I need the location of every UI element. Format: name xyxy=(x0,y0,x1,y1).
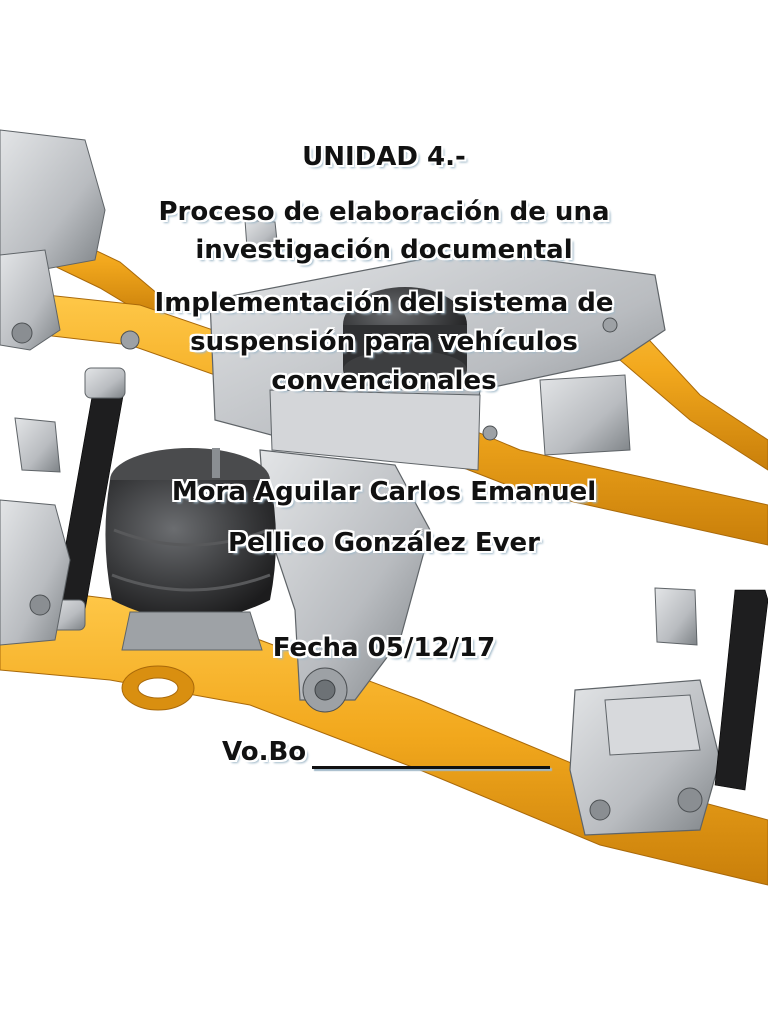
document-date: Fecha 05/12/17 xyxy=(272,633,496,663)
project-title-line-2: suspensión para vehículos xyxy=(190,327,578,357)
project-title-line-3: convencionales xyxy=(271,366,497,396)
project-title-line-1: Implementación del sistema de xyxy=(154,288,614,318)
author-name-2: Pellico González Ever xyxy=(227,528,541,558)
approval-label: Vo.Bo xyxy=(222,737,307,767)
author-name-1: Mora Aguilar Carlos Emanuel xyxy=(171,477,597,507)
research-title-line-2: investigación documental xyxy=(195,235,573,265)
signature-line xyxy=(312,766,550,769)
unit-title: UNIDAD 4.- xyxy=(302,142,466,172)
research-title-line-1: Proceso de elaboración de una xyxy=(158,197,610,227)
